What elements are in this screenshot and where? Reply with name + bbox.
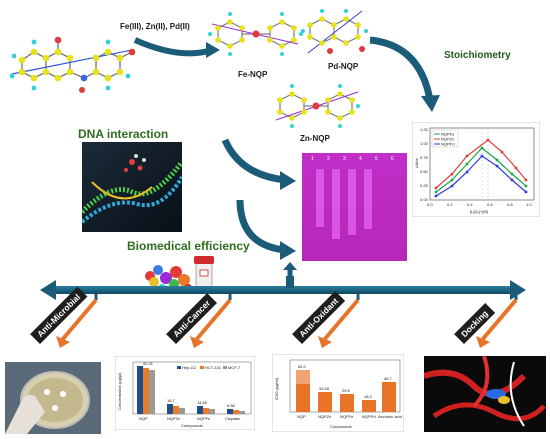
gel-lane-2: 2 xyxy=(327,156,330,162)
fe-nqp-molecule xyxy=(208,12,303,56)
stoich-legend-zn: NQPZn xyxy=(441,137,454,142)
stoich-legend-fe: NQPFe xyxy=(441,132,455,137)
docking-image xyxy=(424,356,546,432)
gel-lane-6: 6 xyxy=(391,156,394,162)
anticancer-legend-1: HCT-116 xyxy=(205,365,221,370)
zn-arrow xyxy=(221,138,286,184)
antioxidant-cat-1: NQPZn xyxy=(318,414,331,419)
pd-nqp-molecule xyxy=(301,9,368,54)
dna-image xyxy=(82,142,182,232)
anticancer-label-3: 14.69 xyxy=(197,400,208,405)
pointer-docking xyxy=(480,298,518,342)
anticancer-label-0: 90.41 xyxy=(143,361,154,366)
stoichiometry-label: Stoichiometry xyxy=(444,50,511,61)
antioxidant-cat-4: Ascorbic acid xyxy=(378,414,402,419)
stoich-ytick-1: 0.25 xyxy=(420,183,429,188)
anticancer-cat-3: Cisplatin xyxy=(225,416,240,421)
biomedical-efficiency-title: Biomedical efficiency xyxy=(127,239,250,253)
antioxidant-xlabel: Compounds xyxy=(330,424,352,429)
dna-interaction-title: DNA interaction xyxy=(78,127,169,141)
stoich-ytick-4: 1.00 xyxy=(420,141,429,146)
dna-arrow xyxy=(236,199,286,254)
antioxidant-label-3: 18.3 xyxy=(364,394,373,399)
stoich-xtick-5: 1.0 xyxy=(526,202,532,207)
antioxidant-label-4: 46.7 xyxy=(384,376,393,381)
gel-lane-3: 3 xyxy=(343,156,346,162)
anticancer-cat-1: NQPZn xyxy=(167,416,180,421)
stoich-xtick-1: 0.2 xyxy=(447,202,453,207)
antioxidant-label-0: 65.2 xyxy=(298,364,307,369)
antioxidant-cat-2: NQPFe xyxy=(340,414,354,419)
pointer-antimicrobial xyxy=(60,298,98,342)
pointer-antioxidant xyxy=(322,298,360,342)
timeline xyxy=(40,276,526,348)
anticancer-cat-0: NQP xyxy=(139,416,148,421)
anticancer-cat-2: NQPFe xyxy=(197,416,211,421)
antioxidant-label-2: 29.6 xyxy=(342,388,351,393)
anticancer-xlabel: Compounds xyxy=(181,423,203,428)
gel-lane-1: 1 xyxy=(311,156,314,162)
stoich-arrow xyxy=(369,36,434,101)
stoichiometry-chart: NQPFe NQPZn NQPPd ΔAbs [L]/[L]+[M] 0.0 0… xyxy=(412,122,540,217)
antimicrobial-petri-image xyxy=(5,362,101,434)
anticancer-label-2: 16.7 xyxy=(167,398,176,403)
stoich-ytick-2: 0.50 xyxy=(420,169,429,174)
metal-ions-label: Fe(III), Zn(II), Pd(II) xyxy=(120,22,190,31)
ligand-molecule xyxy=(9,36,136,93)
reaction-arrow xyxy=(133,37,213,57)
stoich-ytick-3: 0.75 xyxy=(420,155,429,160)
antioxidant-cat-3: NQPPd xyxy=(362,414,376,419)
anticancer-chart: Hep-G2 HCT-116 MCF-7 90.41 16.7 14.69 6.… xyxy=(115,356,255,430)
stoich-xtick-3: 0.6 xyxy=(487,202,493,207)
gel-lane-5: 5 xyxy=(375,156,378,162)
anticancer-legend-0: Hep-G2 xyxy=(182,365,197,370)
stoich-xtick-2: 0.4 xyxy=(467,202,473,207)
stoich-xlabel: [L]/[L]+[M] xyxy=(470,209,488,214)
anticancer-legend-2: MCF-7 xyxy=(228,365,241,370)
stoich-ytick-5: 1.25 xyxy=(420,127,429,132)
stoich-xtick-4: 0.8 xyxy=(507,202,513,207)
zn-nqp-molecule xyxy=(275,84,360,128)
gel-lane-4: 4 xyxy=(359,156,362,162)
antioxidant-ylabel: IC50 (µg/ml) xyxy=(274,377,279,400)
pd-nqp-label: Pd-NQP xyxy=(328,62,359,71)
antioxidant-cat-0: NQP xyxy=(297,414,306,419)
anticancer-label-4: 6.88 xyxy=(227,403,236,408)
pointer-anticancer xyxy=(194,298,232,342)
stoich-xtick-0: 0.0 xyxy=(427,202,433,207)
stoich-ytick-0: 0.00 xyxy=(420,197,429,202)
stoich-ylabel: ΔAbs xyxy=(414,158,419,168)
anticancer-ylabel: Concentration (μg/μl) xyxy=(117,372,122,410)
stoich-legend-pd: NQPPd xyxy=(441,142,455,147)
antioxidant-label-1: 33.08 xyxy=(319,386,330,391)
zn-nqp-label: Zn-NQP xyxy=(300,134,330,143)
antioxidant-chart: 65.2 33.08 29.6 18.3 46.7 NQP NQPZn NQPF… xyxy=(272,354,404,432)
gel-image xyxy=(302,153,407,261)
fe-nqp-label: Fe-NQP xyxy=(238,70,268,79)
